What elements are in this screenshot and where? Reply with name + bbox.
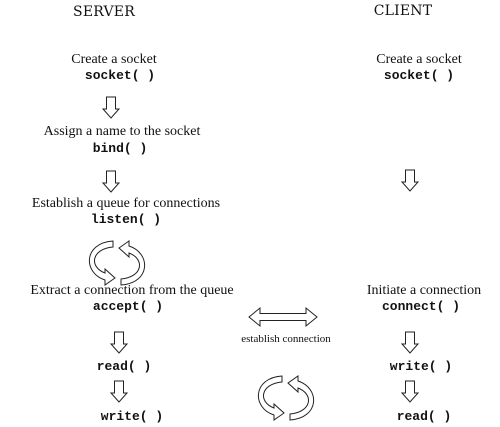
down-arrow-shape — [400, 169, 420, 192]
server-step-create-socket-label: Create a socket — [71, 52, 157, 67]
down-arrow-icon — [101, 170, 121, 193]
client-step-connect-label: Initiate a connection — [366, 283, 482, 298]
down-arrow-shape — [109, 380, 129, 403]
down-arrow-shape — [109, 331, 129, 354]
cycle-arrows-icon — [258, 375, 314, 421]
client-write-call: write( ) — [389, 359, 453, 374]
double-headed-arrow-icon — [248, 306, 318, 328]
server-listen-call: listen( ) — [90, 212, 162, 227]
down-arrow-shape — [400, 380, 420, 403]
server-bind-call: bind( ) — [92, 141, 148, 156]
client-read-call: read( ) — [396, 409, 452, 424]
cycle-left-arrow — [89, 240, 116, 286]
server-read-call: read( ) — [96, 359, 152, 374]
server-heading: SERVER — [73, 4, 135, 20]
down-arrow-icon — [400, 380, 420, 403]
server-step-assign-name-label: Assign a name to the socket — [43, 124, 201, 139]
down-arrow-shape — [101, 170, 121, 193]
server-step-listen-queue-label: Establish a queue for connections — [31, 196, 221, 211]
down-arrow-shape — [101, 96, 121, 119]
down-arrow-icon — [109, 331, 129, 354]
cycle-arrows-icon — [89, 240, 145, 286]
server-accept-call: accept( ) — [92, 299, 164, 314]
down-arrow-icon — [400, 331, 420, 354]
server-step-accept-label: Extract a connection from the queue — [30, 283, 234, 298]
double-arrow-shape — [248, 306, 318, 328]
client-heading: CLIENT — [373, 3, 433, 19]
down-arrow-icon — [109, 380, 129, 403]
cycle-right-arrow — [287, 375, 314, 421]
server-socket-call: socket( ) — [84, 68, 156, 83]
cycle-right-arrow — [118, 240, 145, 286]
client-socket-call: socket( ) — [383, 68, 455, 83]
establish-connection-label: establish connection — [241, 333, 331, 345]
down-arrow-icon — [101, 96, 121, 119]
client-step-create-socket-label: Create a socket — [376, 52, 462, 67]
down-arrow-icon — [400, 169, 420, 192]
client-connect-call: connect( ) — [381, 299, 461, 314]
server-write-call: write( ) — [100, 409, 164, 424]
down-arrow-shape — [400, 331, 420, 354]
cycle-left-arrow — [258, 375, 285, 421]
